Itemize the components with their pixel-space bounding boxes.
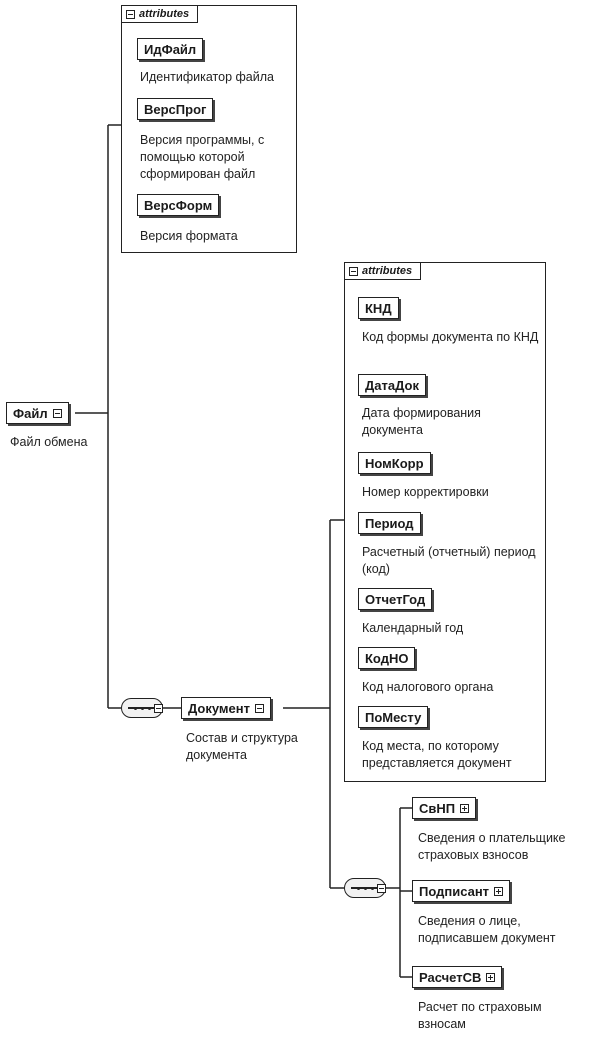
attribute-node[interactable]: ИдФайл: [137, 38, 204, 60]
attribute-desc: Календарный год: [362, 621, 464, 635]
document-attributes-header[interactable]: attributes: [345, 263, 422, 280]
child-element-desc: Расчет по страховым взносам: [418, 1000, 542, 1031]
root-element-name: Файл: [13, 405, 48, 421]
file-attributes-label: attributes: [139, 8, 190, 20]
attribute-desc: Расчетный (отчетный) период (код): [362, 545, 536, 576]
attribute-node[interactable]: ВерсПрог: [137, 98, 214, 120]
root-element-node[interactable]: Файл: [6, 402, 69, 424]
document-element-node[interactable]: Документ: [181, 697, 271, 719]
document-attributes-label: attributes: [362, 265, 413, 277]
collapse-icon[interactable]: [154, 704, 163, 713]
attribute-desc: Код места, по которому представляется до…: [362, 739, 512, 770]
attribute-desc: Идентификатор файла: [140, 70, 274, 84]
attribute-node[interactable]: Период: [358, 512, 421, 534]
file-attributes-header[interactable]: attributes: [122, 6, 199, 23]
attribute-name: ДатаДок: [365, 377, 419, 393]
attribute-desc: Код налогового органа: [362, 680, 494, 694]
child-element-desc: Сведения о плательщике страховых взносов: [418, 831, 566, 862]
attribute-desc: Версия формата: [140, 229, 238, 243]
collapse-icon[interactable]: [126, 9, 135, 19]
document-element-name: Документ: [188, 700, 250, 716]
attribute-node[interactable]: КНД: [358, 297, 399, 319]
root-element-desc: Файл обмена: [10, 435, 88, 449]
attribute-name: Период: [365, 515, 414, 531]
child-element-node[interactable]: СвНП: [412, 797, 477, 819]
attribute-name: ИдФайл: [144, 41, 197, 57]
child-element-node[interactable]: РасчетСВ: [412, 966, 503, 988]
child-element-name: РасчетСВ: [419, 969, 482, 985]
attribute-node[interactable]: ОтчетГод: [358, 588, 433, 610]
attribute-name: ОтчетГод: [365, 591, 426, 607]
child-element-desc: Сведения о лице, подписавшем документ: [418, 914, 556, 945]
attribute-desc: Дата формирования документа: [362, 406, 481, 437]
collapse-icon[interactable]: [349, 266, 358, 276]
attribute-name: КодНО: [365, 650, 409, 666]
attribute-node[interactable]: ДатаДок: [358, 374, 426, 396]
attribute-name: НомКорр: [365, 455, 424, 471]
attribute-node[interactable]: ВерсФорм: [137, 194, 220, 216]
attribute-name: ПоМесту: [365, 709, 422, 725]
attribute-desc: Версия программы, с помощью которой сфор…: [140, 133, 265, 181]
collapse-icon[interactable]: [52, 408, 62, 418]
attribute-name: ВерсПрог: [144, 101, 207, 117]
child-element-name: СвНП: [419, 800, 456, 816]
attribute-desc: Номер корректировки: [362, 485, 489, 499]
child-element-name: Подписант: [419, 883, 490, 899]
document-element-desc: Состав и структура документа: [186, 731, 298, 762]
attribute-name: КНД: [365, 300, 392, 316]
attribute-name: ВерсФорм: [144, 197, 213, 213]
collapse-icon[interactable]: [377, 884, 386, 893]
child-element-node[interactable]: Подписант: [412, 880, 511, 902]
collapse-icon[interactable]: [255, 703, 264, 713]
expand-icon[interactable]: [494, 886, 504, 896]
attribute-node[interactable]: КодНО: [358, 647, 416, 669]
expand-icon[interactable]: [486, 972, 496, 982]
attribute-node[interactable]: НомКорр: [358, 452, 431, 474]
expand-icon[interactable]: [460, 803, 470, 813]
attribute-desc: Код формы документа по КНД: [362, 330, 539, 344]
attribute-node[interactable]: ПоМесту: [358, 706, 429, 728]
